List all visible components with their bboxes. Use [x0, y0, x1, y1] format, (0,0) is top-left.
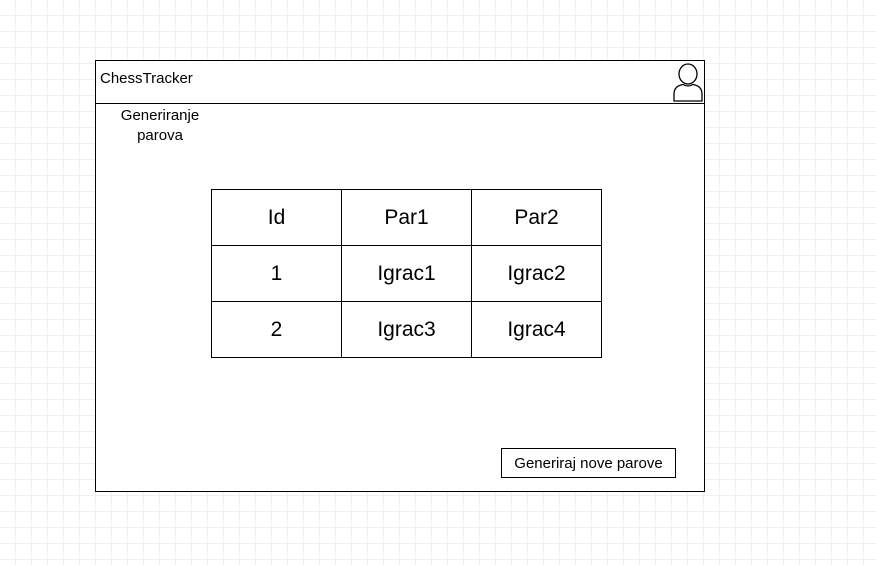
cell-id: 2 [211, 301, 342, 358]
table-header-row: Id Par1 Par2 [211, 189, 602, 246]
page-title: Generiranje parova [108, 106, 212, 146]
table-row: 1 Igrac1 Igrac2 [211, 245, 602, 302]
column-header-par1: Par1 [341, 189, 472, 246]
header-bar: ChessTracker [96, 61, 704, 104]
column-header-id: Id [211, 189, 342, 246]
pairs-table: Id Par1 Par2 1 Igrac1 Igrac2 2 Igrac3 Ig… [211, 189, 602, 358]
app-title: ChessTracker [100, 70, 193, 87]
cell-par1: Igrac1 [341, 245, 472, 302]
page-title-line-1: Generiranje [120, 107, 200, 124]
column-header-par2: Par2 [471, 189, 602, 246]
cell-par1: Igrac3 [341, 301, 472, 358]
app-window: ChessTracker Generiranje parova Id Par1 … [95, 60, 705, 492]
page-title-line-2: parova [137, 127, 183, 144]
generate-pairs-button[interactable]: Generiraj nove parove [501, 448, 676, 478]
cell-par2: Igrac2 [471, 245, 602, 302]
user-icon[interactable] [672, 62, 704, 102]
table-row: 2 Igrac3 Igrac4 [211, 301, 602, 358]
cell-id: 1 [211, 245, 342, 302]
cell-par2: Igrac4 [471, 301, 602, 358]
